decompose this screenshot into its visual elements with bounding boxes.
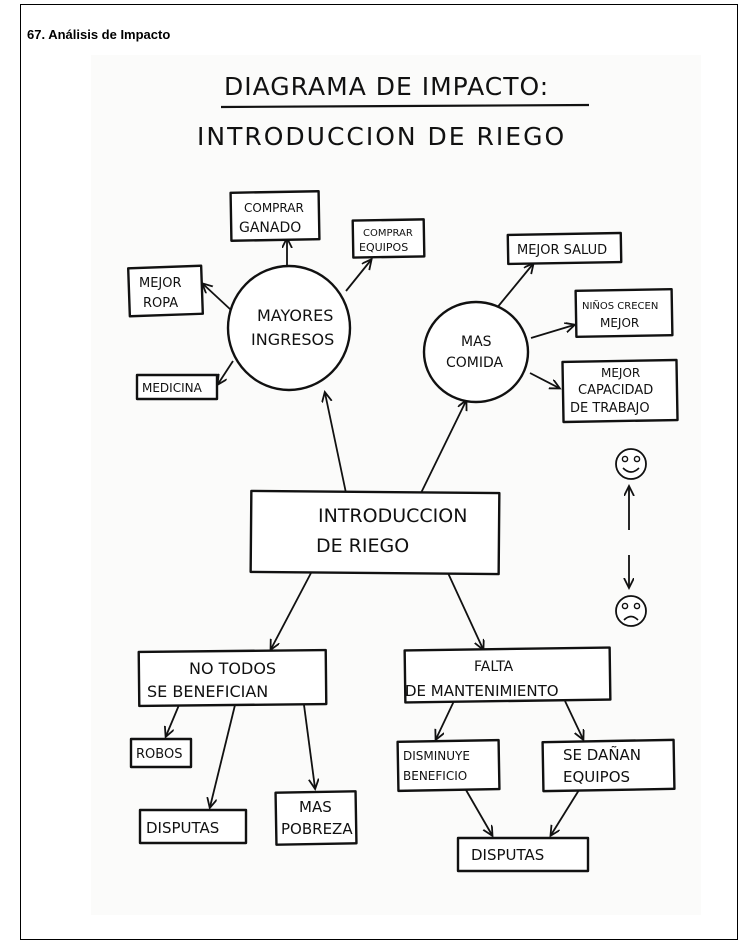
- svg-text:SE DAÑAN: SE DAÑAN: [563, 745, 641, 764]
- svg-text:SE BENEFICIAN: SE BENEFICIAN: [147, 682, 268, 701]
- box-mas-pobreza: MAS POBREZA: [274, 790, 358, 846]
- figure-frame: 67. Análisis de Impacto DIAGRAMA DE IMPA…: [20, 4, 738, 940]
- svg-text:MEJOR SALUD: MEJOR SALUD: [517, 243, 607, 258]
- sad-face-icon: [615, 595, 647, 627]
- svg-text:MAS: MAS: [299, 798, 332, 816]
- svg-text:BENEFICIO: BENEFICIO: [403, 769, 467, 783]
- arrow-falta-to-danan: [564, 700, 583, 739]
- svg-text:FALTA: FALTA: [474, 659, 514, 675]
- diagram-subtitle: INTRODUCCION DE RIEGO: [197, 122, 566, 151]
- svg-text:INGRESOS: INGRESOS: [251, 330, 334, 349]
- svg-text:COMIDA: COMIDA: [446, 355, 504, 371]
- arrow-ingresos-to-equipos: [345, 260, 371, 292]
- arrow-comida-to-ninos: [530, 325, 574, 339]
- svg-text:NIÑOS CRECEN: NIÑOS CRECEN: [582, 299, 658, 312]
- bubble-mayores-ingresos: MAYORES INGRESOS: [226, 264, 352, 392]
- svg-text:EQUIPOS: EQUIPOS: [359, 241, 408, 254]
- svg-text:COMPRAR: COMPRAR: [363, 228, 413, 239]
- svg-text:DISPUTAS: DISPUTAS: [146, 819, 219, 837]
- arrow-center-to-falta: [447, 572, 483, 649]
- arrow-danan-to-disputas: [551, 789, 580, 835]
- box-mejor-salud: MEJOR SALUD: [506, 231, 623, 266]
- arrow-disminuye-to-disputas: [465, 789, 492, 835]
- box-introduccion-de-riego: INTRODUCCION DE RIEGO: [249, 489, 501, 576]
- svg-text:CAPACIDAD: CAPACIDAD: [578, 383, 653, 398]
- box-comprar-ganado: COMPRAR GANADO: [229, 190, 321, 242]
- box-robos: ROBOS: [129, 737, 193, 769]
- svg-text:ROBOS: ROBOS: [136, 747, 182, 762]
- svg-text:DISMINUYE: DISMINUYE: [403, 749, 470, 763]
- arrow-notodos-to-disputas: [210, 704, 236, 807]
- arrow-comida-to-capacidad: [529, 372, 559, 388]
- arrow-ingresos-to-medicina: [218, 360, 234, 384]
- box-disminuye-beneficio: DISMINUYE BENEFICIO: [396, 738, 501, 793]
- box-mejor-ropa: MEJOR ROPA: [126, 264, 205, 318]
- svg-text:INTRODUCCION: INTRODUCCION: [318, 505, 467, 527]
- svg-text:ROPA: ROPA: [143, 296, 178, 311]
- svg-text:EQUIPOS: EQUIPOS: [563, 768, 630, 786]
- arrow-falta-to-disminuye: [436, 700, 455, 739]
- svg-text:GANADO: GANADO: [239, 220, 301, 236]
- box-disputas-bottom: DISPUTAS: [456, 836, 590, 873]
- diagram-arrows: [166, 239, 629, 835]
- box-ninos-crecen: NIÑOS CRECEN MEJOR: [574, 287, 674, 339]
- svg-text:MEJOR: MEJOR: [601, 366, 640, 380]
- arrow-notodos-to-robos: [166, 704, 180, 736]
- arrow-center-to-comida: [420, 401, 466, 494]
- box-falta-de-mantenimiento: FALTA DE MANTENIMIENTO: [403, 646, 612, 704]
- bubble-mas-comida: MAS COMIDA: [422, 300, 530, 404]
- svg-text:MAYORES: MAYORES: [257, 306, 333, 325]
- arrow-center-to-ingresos: [325, 393, 347, 494]
- svg-text:DE MANTENIMIENTO: DE MANTENIMIENTO: [405, 682, 559, 700]
- impact-diagram: DIAGRAMA DE IMPACTO: INTRODUCCION DE RIE…: [126, 72, 679, 873]
- arrow-comida-to-salud: [495, 264, 533, 310]
- box-se-danan-equipos: SE DAÑAN EQUIPOS: [541, 738, 676, 793]
- page-title: 67. Análisis de Impacto: [27, 27, 171, 42]
- svg-text:MEDICINA: MEDICINA: [142, 381, 203, 395]
- arrow-notodos-to-pobreza: [303, 704, 315, 788]
- box-no-todos-se-benefician: NO TODOS SE BENEFICIAN: [137, 648, 328, 708]
- svg-text:DE TRABAJO: DE TRABAJO: [570, 401, 650, 416]
- diagram-sheet: DIAGRAMA DE IMPACTO: INTRODUCCION DE RIE…: [91, 55, 701, 915]
- svg-text:MEJOR: MEJOR: [600, 316, 639, 330]
- svg-text:DE RIEGO: DE RIEGO: [316, 535, 409, 557]
- svg-text:MAS: MAS: [461, 334, 492, 350]
- svg-text:NO TODOS: NO TODOS: [189, 659, 276, 678]
- box-comprar-equipos: COMPRAR EQUIPOS: [351, 218, 426, 259]
- box-disputas-left: DISPUTAS: [138, 808, 248, 845]
- arrow-center-to-notodos: [271, 572, 312, 649]
- title-underline: [220, 103, 590, 109]
- arrow-ingresos-to-ropa: [203, 284, 232, 311]
- box-mejor-capacidad: MEJOR CAPACIDAD DE TRABAJO: [561, 358, 679, 424]
- box-medicina: MEDICINA: [135, 373, 219, 401]
- svg-text:MEJOR: MEJOR: [139, 276, 182, 291]
- smiley-face-icon: [615, 448, 647, 480]
- svg-text:POBREZA: POBREZA: [281, 820, 353, 838]
- diagram-title: DIAGRAMA DE IMPACTO:: [224, 72, 549, 101]
- svg-text:COMPRAR: COMPRAR: [244, 201, 304, 215]
- svg-text:DISPUTAS: DISPUTAS: [471, 846, 544, 864]
